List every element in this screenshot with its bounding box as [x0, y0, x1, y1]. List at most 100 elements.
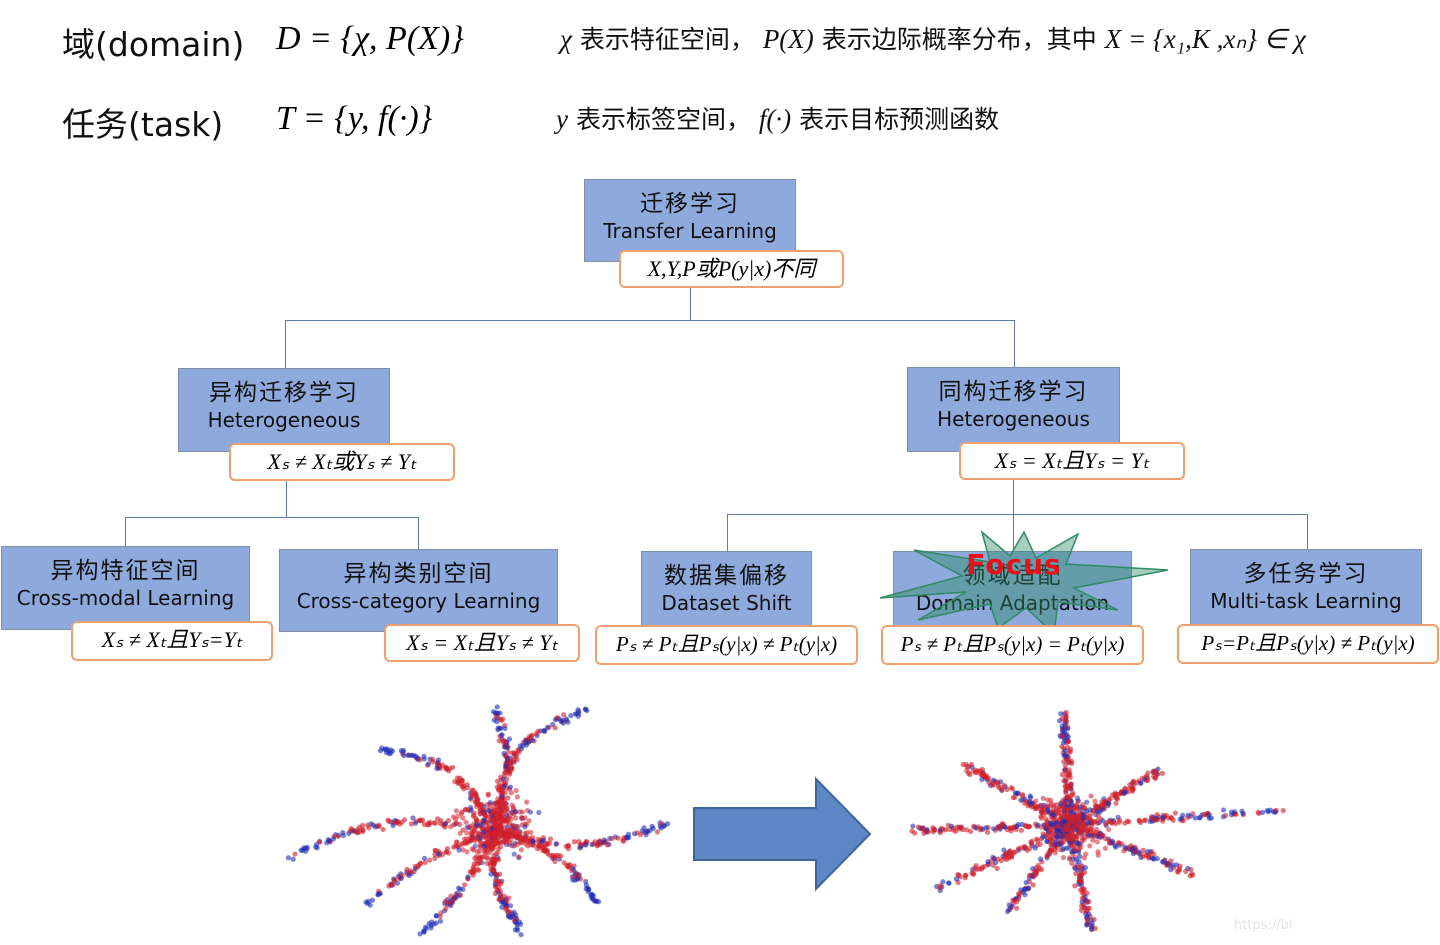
scatter-point: [1155, 817, 1161, 823]
scatter-point: [1027, 823, 1033, 830]
scatter-point: [1081, 855, 1087, 861]
scatter-point: [1001, 782, 1007, 788]
scatter-point: [984, 829, 991, 835]
scatter-point: [565, 843, 572, 849]
scatter-point: [547, 836, 554, 842]
scatter-point: [464, 839, 471, 845]
scatter-point: [505, 749, 511, 755]
scatter-point: [1066, 806, 1072, 812]
node-heterogeneous: 异构迁移学习 Heterogeneous: [178, 368, 390, 452]
scatter-point: [390, 822, 396, 829]
scatter-point: [1068, 830, 1074, 836]
scatter-point: [1164, 860, 1171, 867]
scatter-point: [1006, 825, 1013, 831]
scatter-point: [511, 909, 517, 915]
scatter-point: [513, 815, 519, 821]
node-label-en: Heterogeneous: [937, 406, 1090, 431]
scatter-point: [1136, 817, 1142, 823]
scatter-point: [460, 847, 466, 853]
scatter-point: [1033, 836, 1040, 842]
scatter-point: [1192, 815, 1198, 821]
scatter-point: [967, 771, 973, 778]
scatter-point: [1063, 756, 1070, 762]
scatter-point: [463, 819, 469, 825]
scatter-point: [1152, 775, 1159, 781]
domain-description: χ 表示特征空间， P(X) 表示边际概率分布，其中 X = {x₁,K ,xₙ…: [560, 20, 1306, 56]
scatter-point: [1066, 824, 1072, 831]
scatter-point: [551, 853, 557, 859]
scatter-point: [1001, 847, 1007, 853]
scatter-point: [544, 725, 551, 731]
scatter-point: [978, 768, 984, 774]
scatter-point: [435, 851, 442, 857]
scatter-point: [1239, 808, 1245, 814]
scatter-point: [951, 827, 957, 833]
scatter-point: [397, 821, 403, 827]
scatter-point: [535, 728, 541, 734]
connector-to-cross-modal: [125, 517, 126, 546]
scatter-point: [444, 845, 451, 852]
scatter-point: [1066, 794, 1072, 800]
scatter-point: [508, 764, 514, 770]
scatter-point: [1122, 820, 1128, 826]
scatter-point: [502, 770, 508, 776]
scatter-point: [1060, 826, 1066, 833]
scatter-point: [415, 864, 421, 870]
scatter-point: [1147, 851, 1153, 857]
scatter-point: [470, 787, 476, 793]
scatter-point: [514, 752, 520, 758]
scatter-point: [1088, 793, 1094, 799]
scatter-point: [967, 828, 974, 835]
scatter-point: [434, 766, 440, 772]
scatter-point: [513, 833, 519, 839]
scatter-point: [454, 839, 460, 845]
scatter-point: [948, 823, 955, 829]
scatter-point: [585, 885, 591, 891]
scatter-point: [408, 821, 415, 827]
scatter-point: [502, 901, 508, 907]
scatter-point: [335, 833, 341, 839]
scatter-point: [1106, 800, 1112, 806]
scatter-point: [490, 829, 497, 835]
scatter-point: [485, 792, 491, 798]
scatter-point: [1222, 812, 1229, 819]
scatter-point: [1220, 807, 1227, 813]
domain-formula: D = {χ, P(X)}: [276, 20, 464, 57]
scatter-point: [1095, 813, 1102, 819]
scatter-point: [1078, 879, 1084, 885]
scatter-point: [1090, 818, 1096, 825]
scatter-point: [496, 885, 502, 891]
scatter-point: [456, 885, 462, 891]
scatter-point: [437, 918, 444, 924]
scatter-point: [1138, 780, 1144, 786]
scatter-point: [1084, 828, 1090, 834]
scatter-point: [1077, 853, 1083, 860]
scatter-point: [1057, 841, 1064, 847]
scatter-point: [999, 787, 1005, 793]
scatter-point: [460, 815, 466, 821]
condition-cross-modal: Xₛ ≠ Xₜ且Yₛ=Yₜ: [71, 621, 273, 661]
scatter-point: [1055, 823, 1061, 829]
transform-arrow-icon: [693, 776, 872, 892]
scatter-point: [290, 856, 296, 862]
scatter-point: [1074, 840, 1080, 846]
scatter-point: [545, 851, 551, 857]
scatter-point: [509, 750, 516, 756]
scatter-point: [994, 865, 1000, 871]
scatter-point: [491, 867, 497, 873]
scatter-point: [1097, 809, 1103, 815]
node-dataset-shift: 数据集偏移 Dataset Shift: [641, 551, 812, 631]
source-target-scatter-after: [909, 709, 1286, 932]
scatter-point: [1154, 855, 1160, 862]
scatter-point: [317, 839, 323, 845]
connector-root-down: [690, 262, 691, 320]
connector-to-dataset-shift: [727, 514, 728, 551]
scatter-point: [1026, 799, 1032, 805]
scatter-point: [510, 804, 517, 810]
scatter-point: [1094, 818, 1100, 824]
scatter-point: [432, 820, 439, 826]
scatter-point: [553, 841, 559, 847]
scatter-point: [1071, 820, 1077, 826]
scatter-point: [366, 825, 372, 831]
scatter-point: [634, 830, 640, 836]
